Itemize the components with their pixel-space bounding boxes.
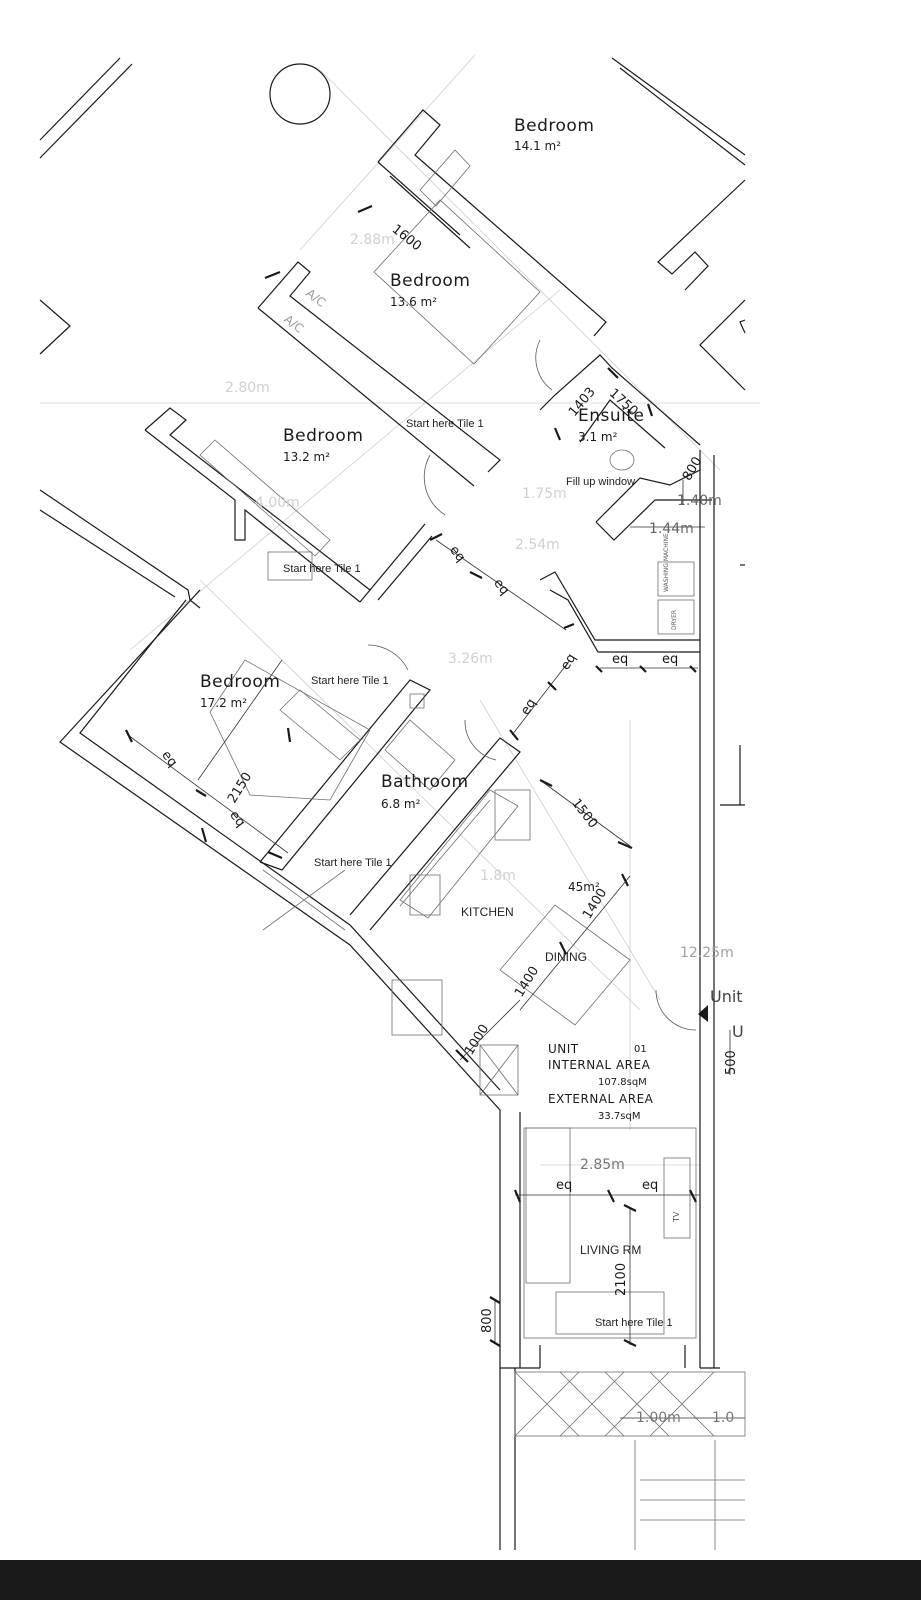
- ghost-dim-1-75: 1.75m: [522, 486, 567, 502]
- construction-lines: [40, 54, 760, 1166]
- room-area-ensuite: 3.1 m²: [578, 430, 618, 444]
- room-area-bedroom-4: 17.2 m²: [200, 696, 248, 710]
- room-area-bedroom-2: 13.6 m²: [390, 295, 438, 309]
- unit-side-label: Unit: [710, 987, 743, 1006]
- dimension-lines: [127, 480, 745, 1419]
- room-area-dining: 45m²: [568, 880, 600, 894]
- ghost-dim-3-26: 3.26m: [448, 651, 493, 667]
- dim-eq-hall-2: eq: [662, 652, 679, 667]
- washer-label: WASHING MACHINE: [663, 533, 670, 592]
- internal-area-value: 107.8sqM: [598, 1077, 647, 1088]
- room-name-bedroom-2: Bedroom: [390, 271, 471, 291]
- outer-walls: [39, 57, 746, 1550]
- room-area-bedroom-top: 14.1 m²: [514, 139, 562, 153]
- start-tile-note-2: Start here Tile 1: [283, 563, 361, 575]
- dim-eq-hall-1: eq: [612, 652, 629, 667]
- furniture: [199, 149, 746, 1550]
- dim-2-85m: 2.85m: [580, 1157, 625, 1173]
- dim-1-0-cut: 1.0: [712, 1410, 735, 1426]
- floor-plan-drawing: [39, 54, 760, 1550]
- tv-label: TV: [672, 1211, 681, 1222]
- unit-title: UNIT: [548, 1042, 579, 1056]
- room-name-ensuite: Ensuite: [578, 406, 645, 426]
- external-area-value: 33.7sqM: [598, 1111, 641, 1122]
- dryer-label: DRYER: [671, 609, 678, 630]
- dim-eq-living-1: eq: [556, 1178, 573, 1193]
- dim-1-44m: 1.44m: [649, 521, 694, 537]
- ghost-dim-2-80: 2.80m: [225, 380, 270, 396]
- dim-12-25m: 12.25m: [680, 945, 734, 961]
- ghost-dim-1-8: 1.8m: [480, 868, 516, 884]
- fill-window-note: Fill up window: [566, 476, 636, 488]
- external-area-label: EXTERNAL AREA: [548, 1092, 654, 1106]
- ghost-dim-4-00: 4.00m: [255, 495, 300, 511]
- room-name-dining: DINING: [545, 950, 587, 964]
- door-swings: [367, 339, 697, 1031]
- unit-number: 01: [634, 1044, 647, 1055]
- dim-eq-living-2: eq: [642, 1178, 659, 1193]
- dim-500: 500: [724, 1050, 739, 1075]
- entrance-arrow-icon: [698, 1005, 708, 1022]
- dimension-ticks: [125, 204, 697, 1347]
- ghost-dim-2-54: 2.54m: [515, 537, 560, 553]
- ghost-dim-2-88: 2.88m: [350, 232, 395, 248]
- room-name-bedroom-top: Bedroom: [514, 116, 595, 136]
- start-tile-note-3: Start here Tile 1: [311, 675, 389, 687]
- room-name-bathroom: Bathroom: [381, 772, 469, 792]
- dim-2100: 2100: [614, 1262, 629, 1296]
- room-area-bedroom-3: 13.2 m²: [283, 450, 331, 464]
- dim-1-40m: 1.40m: [677, 493, 722, 509]
- room-area-bathroom: 6.8 m²: [381, 797, 421, 811]
- dim-1-00m: 1.00m: [636, 1410, 681, 1426]
- room-name-kitchen: KITCHEN: [461, 905, 514, 919]
- start-tile-note-1: Start here Tile 1: [406, 418, 484, 430]
- room-name-bedroom-3: Bedroom: [283, 426, 364, 446]
- internal-area-label: INTERNAL AREA: [548, 1058, 651, 1072]
- room-name-bedroom-4: Bedroom: [200, 672, 281, 692]
- bottom-bar: [0, 1560, 921, 1600]
- start-tile-note-4: Start here Tile 1: [314, 857, 392, 869]
- start-tile-note-5: Start here Tile 1: [595, 1317, 673, 1329]
- room-name-living: LIVING RM: [580, 1243, 642, 1257]
- dim-800-living: 800: [480, 1308, 495, 1333]
- unit-side-label-cut: U: [732, 1022, 744, 1041]
